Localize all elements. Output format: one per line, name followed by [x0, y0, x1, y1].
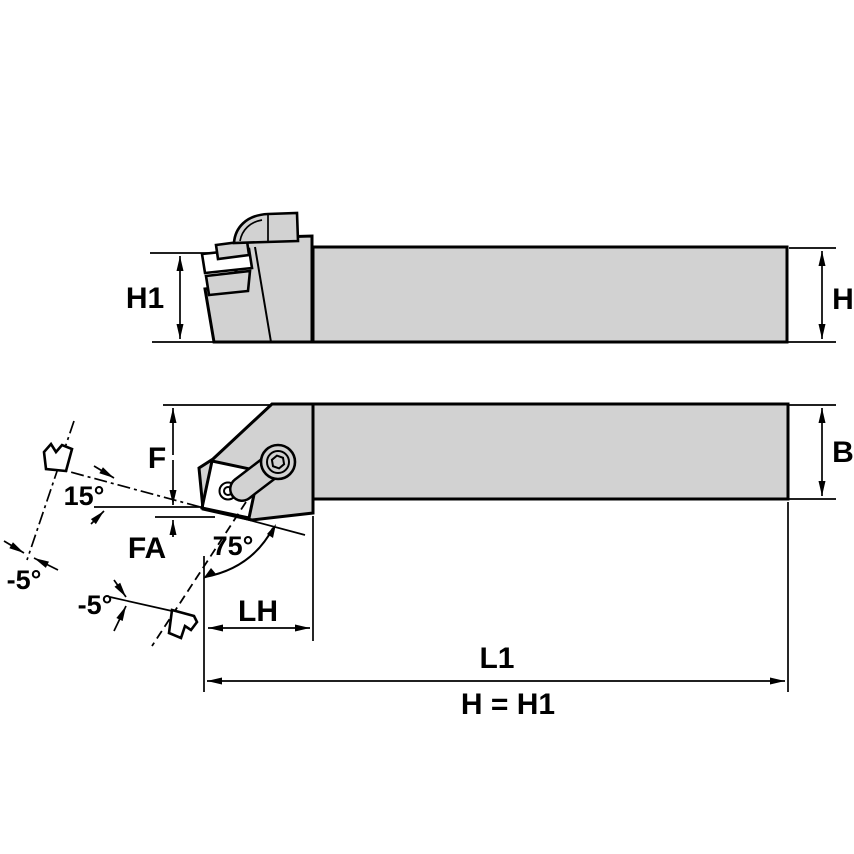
- lh-label: LH: [238, 595, 278, 628]
- f-dimension: F: [148, 408, 177, 505]
- l1-label: L1: [479, 642, 514, 675]
- top-view: F 15° FA 75°: [3, 402, 854, 721]
- back-rake-label: -5°: [78, 590, 113, 620]
- lh-dimension: LH: [208, 595, 310, 632]
- side-rake-callout: -5°: [3, 420, 75, 595]
- h-dimension: H: [818, 251, 854, 339]
- f-label: F: [148, 442, 166, 475]
- shank-side-view: [311, 245, 789, 344]
- shank-top-view: [311, 402, 790, 501]
- h-label: H: [832, 283, 854, 316]
- clamp-screw-ring: [266, 450, 290, 474]
- side-view: H1 H: [126, 211, 854, 344]
- lead-angle-callout: 75°: [151, 501, 276, 647]
- insert-cross-section-glyph-2: [167, 608, 199, 640]
- side-angle-callout: 15°: [47, 465, 306, 536]
- lead-angle-arc: [204, 527, 274, 578]
- clamp-side-view: [232, 211, 300, 245]
- lead-angle-label: 75°: [213, 531, 254, 561]
- back-rake-face-line: [109, 596, 173, 612]
- lead-angle-arrow-upper: [267, 524, 276, 538]
- side-rake-centerline: [26, 420, 75, 561]
- head-pocket-line: [254, 246, 272, 343]
- clamp-screw-outer: [259, 443, 297, 481]
- lead-angle-arrow-lower: [203, 568, 216, 579]
- shim-side-view: [204, 269, 252, 297]
- b-dimension: B: [818, 408, 854, 496]
- l1-dimension: L1 H = H1: [207, 642, 785, 721]
- h-equals-h1-note: H = H1: [461, 688, 555, 721]
- fa-dimension: FA: [128, 516, 215, 565]
- edge-direction-line: [203, 507, 306, 536]
- lead-angle-dashed-line: [151, 501, 247, 647]
- b-label: B: [832, 436, 854, 469]
- side-rake-label: -5°: [7, 565, 42, 595]
- clamp-screw-hex-socket: [270, 454, 286, 470]
- fa-label: FA: [128, 532, 166, 565]
- clamp-inner-arc: [239, 219, 263, 242]
- back-rake-callout: -5°: [78, 579, 199, 640]
- side-angle-dashdot-line: [47, 465, 205, 509]
- side-angle-label: 15°: [64, 481, 105, 511]
- h1-label: H1: [126, 282, 164, 315]
- insert-cross-section-glyph-1: [42, 441, 74, 473]
- h1-dimension: H1: [126, 256, 184, 339]
